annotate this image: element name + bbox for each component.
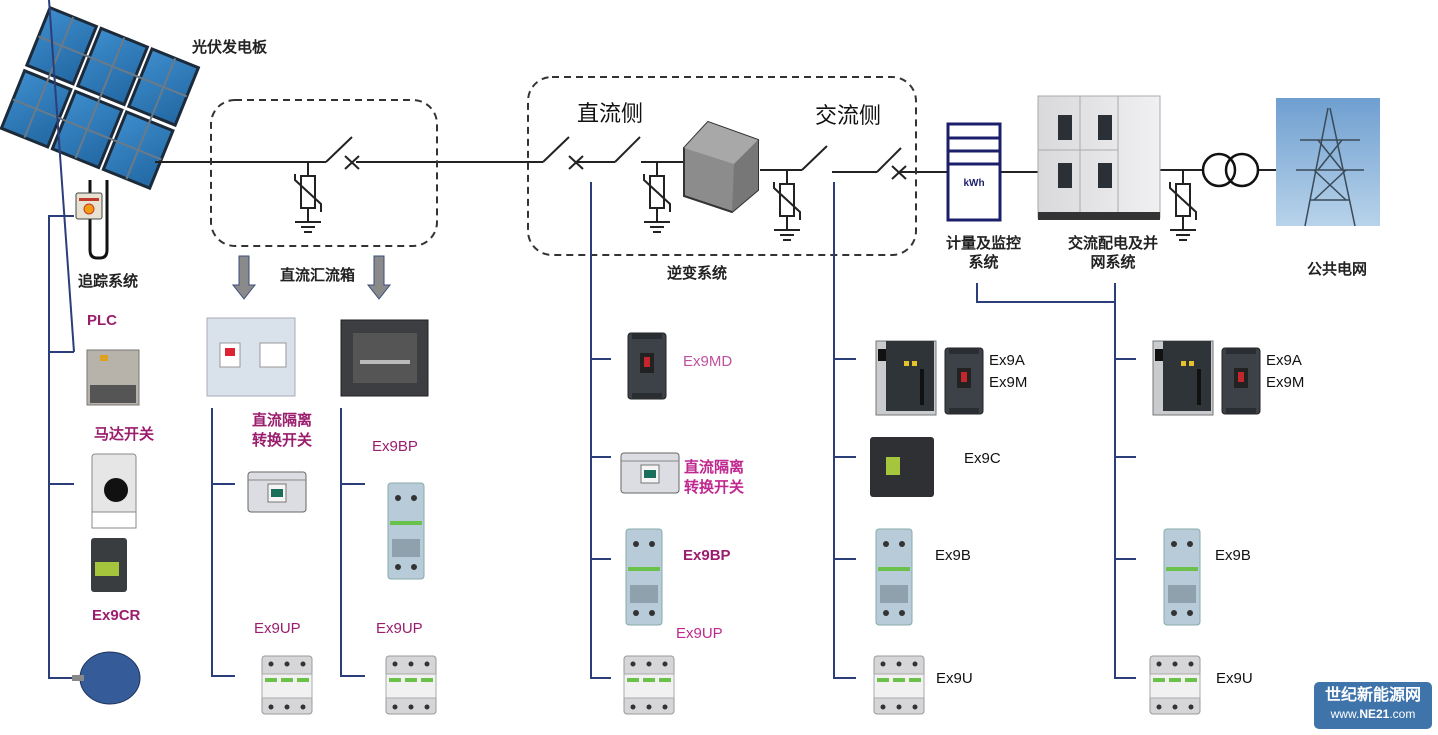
ex9a-ex9m-label: Ex9A Ex9M: [1266, 350, 1304, 394]
down-arrow-icon: [231, 255, 392, 300]
plc-device-icon: [86, 349, 140, 406]
surge-arrester-icon: [643, 161, 671, 233]
ex9b-label: Ex9B: [935, 547, 971, 564]
combiner-box-image: [206, 317, 296, 397]
mcb-device-icon: [625, 528, 663, 626]
inverter-system-label: 逆变系统: [667, 264, 728, 282]
inverter-box-outline: [527, 76, 917, 256]
pv-panel-icon: [0, 5, 201, 191]
motor-switch-device-icon: [91, 453, 137, 529]
mccb-device-icon: [944, 347, 984, 415]
tracking-system-label: 追踪系统: [78, 272, 139, 290]
dc-isolator-label-line2: 转换开关: [252, 431, 313, 449]
surge-protector-device-icon: [385, 655, 437, 715]
ex9up-label: Ex9UP: [676, 625, 723, 642]
branch-lines: [48, 0, 1136, 679]
mccb-device-icon: [1221, 347, 1261, 415]
ac-distribution-label: 交流配电及并 网系统: [1068, 234, 1158, 272]
surge-protector-device-icon: [261, 655, 313, 715]
watermark-url-brand: NE21: [1359, 707, 1390, 721]
dc-isolator-label-line2: 转换开关: [684, 478, 745, 496]
surge-protector-device-icon: [873, 655, 925, 715]
ex9md-label: Ex9MD: [683, 353, 733, 370]
dc-isolator-label-line1: 直流隔离: [252, 411, 313, 429]
contactor-device-icon: [870, 437, 934, 497]
dc-combiner-box-outline: [210, 99, 438, 247]
pv-panel-label: 光伏发电板: [192, 38, 268, 56]
dc-isolator-label-line1: 直流隔离: [684, 458, 745, 476]
motor-switch-label: 马达开关: [94, 425, 155, 443]
metering-label-line2: 系统: [968, 253, 999, 271]
metering-label-line1: 计量及监控: [946, 234, 1022, 252]
acb-device-icon: [875, 340, 937, 416]
dc-isolator-label: 直流隔离 转换开关: [684, 457, 744, 497]
surge-arrester-icon: [1169, 169, 1197, 241]
dc-isolator-device-icon: [247, 471, 307, 513]
ex9a-label: Ex9A: [989, 352, 1025, 369]
public-grid-label: 公共电网: [1307, 260, 1368, 278]
ex9up-label: Ex9UP: [254, 620, 301, 637]
watermark-url: www.NE21.com: [1314, 706, 1432, 722]
watermark-url-prefix: www.: [1330, 707, 1360, 721]
ex9c-label: Ex9C: [964, 450, 1001, 467]
ac-side-label: 交流侧: [815, 104, 882, 129]
acb-device-icon: [1152, 340, 1214, 416]
ex9m-label: Ex9M: [1266, 374, 1305, 391]
kwh-meter-icon: [946, 122, 1002, 222]
ne21-watermark-logo: 世纪新能源网 www.NE21.com: [1314, 682, 1432, 729]
ex9b-label: Ex9B: [1215, 547, 1251, 564]
ex9cr-label: Ex9CR: [92, 607, 141, 624]
main-bus-line: [155, 136, 1278, 180]
ac-dist-label-line2: 网系统: [1090, 253, 1136, 271]
transformer-icon: [1201, 152, 1260, 188]
ex9a-label: Ex9A: [1266, 352, 1302, 369]
switchgear-cabinet-icon: [1037, 95, 1161, 220]
surge-arrester-icon: [773, 169, 801, 241]
watermark-url-suffix: .com: [1389, 707, 1416, 721]
surge-protector-device-icon: [623, 655, 675, 715]
ex9up-label: Ex9UP: [376, 620, 423, 637]
dc-isolator-label: 直流隔离 转换开关: [252, 410, 312, 450]
ex9bp-label: Ex9BP: [683, 547, 731, 564]
combiner-box-open-image: [340, 319, 429, 397]
dc-combiner-label: 直流汇流箱: [280, 266, 356, 284]
power-tower-icon: [1276, 98, 1380, 227]
ex9u-label: Ex9U: [936, 670, 973, 687]
plc-label: PLC: [87, 312, 117, 329]
dc-side-label: 直流侧: [577, 102, 644, 127]
tracking-system-icon: [75, 180, 109, 260]
ex9bp-label: Ex9BP: [372, 438, 418, 455]
mcb-device-icon: [875, 528, 913, 626]
watermark-name: 世纪新能源网: [1324, 685, 1421, 704]
contactor-relay-device-icon: [91, 538, 127, 592]
ex9m-label: Ex9M: [989, 374, 1028, 391]
dc-isolator-device-icon: [620, 452, 680, 494]
mccb-device-icon: [627, 332, 667, 400]
inverter-icon: [683, 120, 759, 214]
mcb-device-icon: [1163, 528, 1201, 626]
ex9u-label: Ex9U: [1216, 670, 1253, 687]
surge-arrester-icon: [294, 161, 322, 233]
kwh-unit-label: kWh: [963, 178, 984, 189]
mcb-device-icon: [387, 482, 425, 580]
metering-system-label: 计量及监控 系统: [946, 234, 1021, 272]
ex9a-ex9m-label: Ex9A Ex9M: [989, 350, 1027, 394]
ac-dist-label-line1: 交流配电及并: [1068, 234, 1159, 252]
surge-protector-device-icon: [1149, 655, 1201, 715]
motor-device-icon: [72, 651, 141, 705]
